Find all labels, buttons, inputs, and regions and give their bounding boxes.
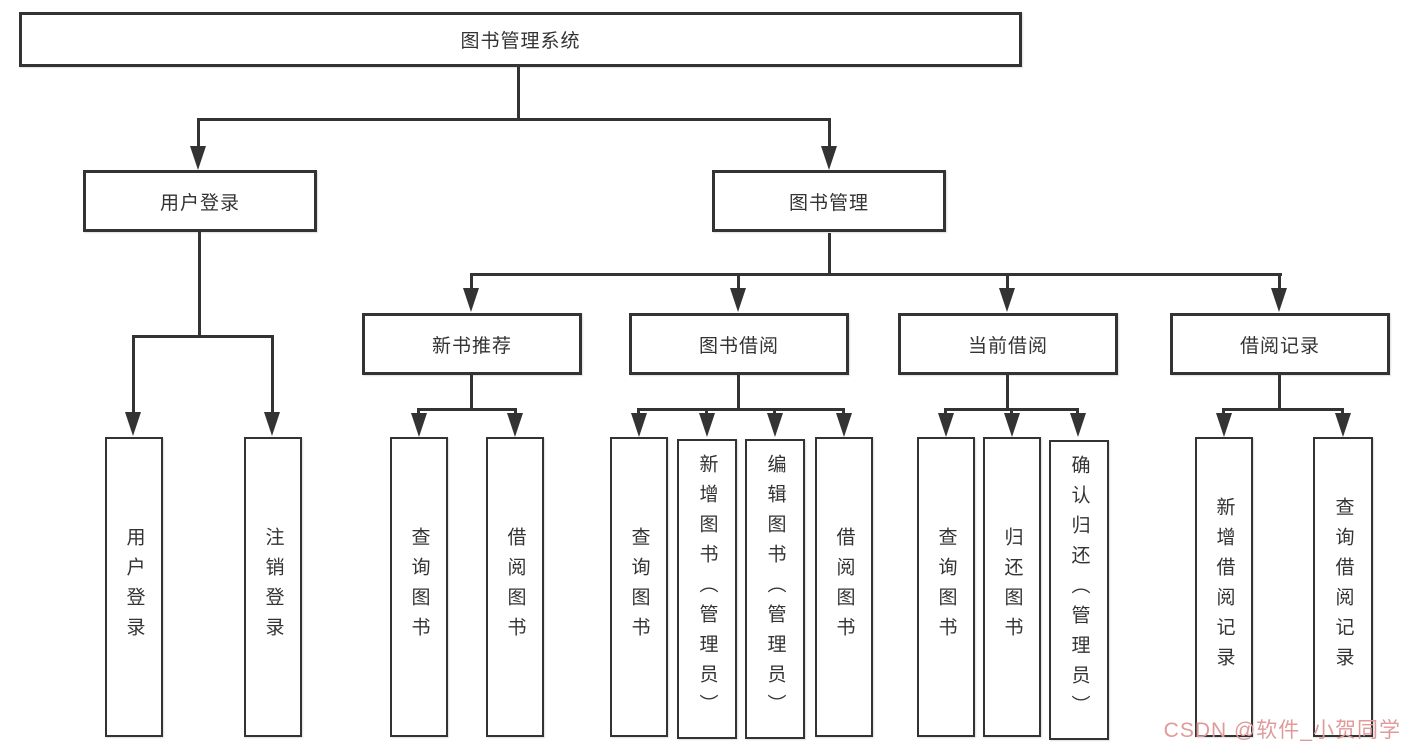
leaf-label: 用户登录 [123,527,145,647]
leaf-label: 新增借阅记录 [1213,497,1235,677]
node-label: 用户登录 [159,192,240,214]
leaf-user-login: 用户登录 [105,437,163,737]
connector-drop [705,408,708,414]
node-user-login: 用户登录 [83,170,317,232]
arrow-down-icon [836,413,852,437]
csdn-watermark: CSDN @软件_小贺同学 [1163,719,1401,742]
connector-drop [1006,273,1009,289]
connector-leaf-drop [271,335,274,413]
connector-user-login-rail [132,335,274,338]
leaf-label: 确认归还（管理员） [1068,455,1090,725]
leaf-label: 新增图书（管理员） [696,454,718,724]
connector-book-mgmt-drop [828,118,831,147]
arrow-down-icon [1004,413,1020,437]
leaf-label: 借阅图书 [833,527,855,647]
arrow-down-icon [125,412,141,436]
connector-drop [514,408,517,414]
connector-book-mgmt-stem [828,233,831,273]
arrow-down-icon [699,413,715,437]
leaf-label: 注销登录 [262,527,284,647]
connector-drop [637,408,640,414]
connector-rail [1222,408,1344,411]
leaf-borrow-books: 借阅图书 [486,437,544,737]
connector-drop [1278,273,1281,289]
node-library-management-system: 图书管理系统 [19,12,1022,67]
arrow-down-icon [999,288,1015,312]
arrow-down-icon [938,413,954,437]
leaf-label: 借阅图书 [504,527,526,647]
leaf-label: 查询图书 [935,527,957,647]
connector-user-login-stem [198,232,201,335]
node-label: 图书管理系统 [460,31,581,52]
connector-rail [637,408,845,411]
connector-level3-rail [470,273,1282,276]
arrow-down-icon [463,288,479,312]
connector-drop [773,408,776,414]
node-current-borrow: 当前借阅 [898,313,1118,375]
connector-rail [417,408,517,411]
connector-stem [1006,375,1009,408]
leaf-return-books: 归还图书 [983,437,1041,737]
arrow-down-icon [190,146,206,170]
connector-level2-rail [197,118,831,121]
connector-user-login-drop [197,118,200,147]
leaf-logout-login: 注销登录 [244,437,302,737]
arrow-down-icon [1335,413,1351,437]
connector-drop [470,273,473,289]
connector-stem [1278,375,1281,408]
leaf-label: 查询借阅记录 [1332,497,1354,677]
connector-stem [470,375,473,408]
arrow-down-icon [767,413,783,437]
connector-drop [1222,408,1225,414]
connector-root-stem [517,67,520,118]
arrow-down-icon [1271,288,1287,312]
arrow-down-icon [1070,413,1086,437]
leaf-confirm-return-admin: 确认归还（管理员） [1049,440,1109,740]
connector-drop [737,273,740,289]
arrow-down-icon [1216,413,1232,437]
node-label: 借阅记录 [1239,335,1320,357]
leaf-label: 查询图书 [628,527,650,647]
leaf-borrow-books: 借阅图书 [815,437,873,737]
node-new-book-recommend: 新书推荐 [362,313,582,375]
leaf-add-books-admin: 新增图书（管理员） [677,439,737,739]
node-label: 当前借阅 [967,335,1048,357]
connector-drop [1341,408,1344,414]
connector-stem [737,375,740,408]
leaf-query-books: 查询图书 [917,437,975,737]
connector-drop [417,408,420,414]
connector-drop [1076,408,1079,414]
node-book-management: 图书管理 [712,170,946,232]
arrow-down-icon [411,413,427,437]
node-label: 图书管理 [788,192,869,214]
leaf-edit-books-admin: 编辑图书（管理员） [745,439,805,739]
arrow-down-icon [507,413,523,437]
leaf-query-books: 查询图书 [390,437,448,737]
node-label: 图书借阅 [698,335,779,357]
leaf-label: 编辑图书（管理员） [764,454,786,724]
leaf-label: 查询图书 [408,527,430,647]
node-label: 新书推荐 [431,335,512,357]
leaf-query-borrow-record: 查询借阅记录 [1313,437,1373,737]
leaf-query-books: 查询图书 [610,437,668,737]
node-borrow-records: 借阅记录 [1170,313,1390,375]
node-book-borrow: 图书借阅 [629,313,849,375]
arrow-down-icon [631,413,647,437]
arrow-down-icon [264,412,280,436]
leaf-label: 归还图书 [1001,527,1023,647]
arrow-down-icon [821,146,837,170]
leaf-add-borrow-record: 新增借阅记录 [1195,437,1253,737]
arrow-down-icon [730,288,746,312]
connector-leaf-drop [132,335,135,413]
connector-drop [944,408,947,414]
connector-drop [842,408,845,414]
connector-drop [1010,408,1013,414]
